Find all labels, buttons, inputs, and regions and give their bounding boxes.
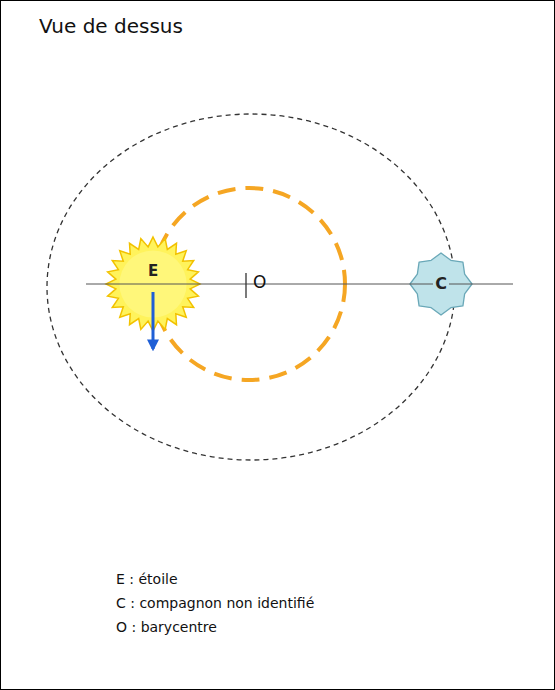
velocity-arrow — [152, 292, 155, 349]
node-letter: E — [146, 263, 160, 280]
legend-text: C : compagnon non identifié — [116, 595, 314, 611]
companion-orbit — [47, 114, 455, 460]
diagram-title: Vue de dessus — [39, 15, 183, 38]
companion-symbol: C — [409, 252, 473, 316]
companion-badge — [410, 253, 472, 315]
sun-disc — [119, 250, 186, 317]
legend-text: O : barycentre — [116, 619, 217, 635]
barycenter-label: O — [253, 273, 266, 293]
star-symbol: E — [105, 236, 201, 332]
node-letter: C — [433, 275, 449, 293]
legend-text: E : étoile — [116, 571, 178, 587]
star-symbol-outline — [105, 236, 201, 332]
axis-line — [86, 284, 513, 285]
sun-rays — [106, 237, 200, 331]
barycenter-tick — [245, 273, 246, 298]
